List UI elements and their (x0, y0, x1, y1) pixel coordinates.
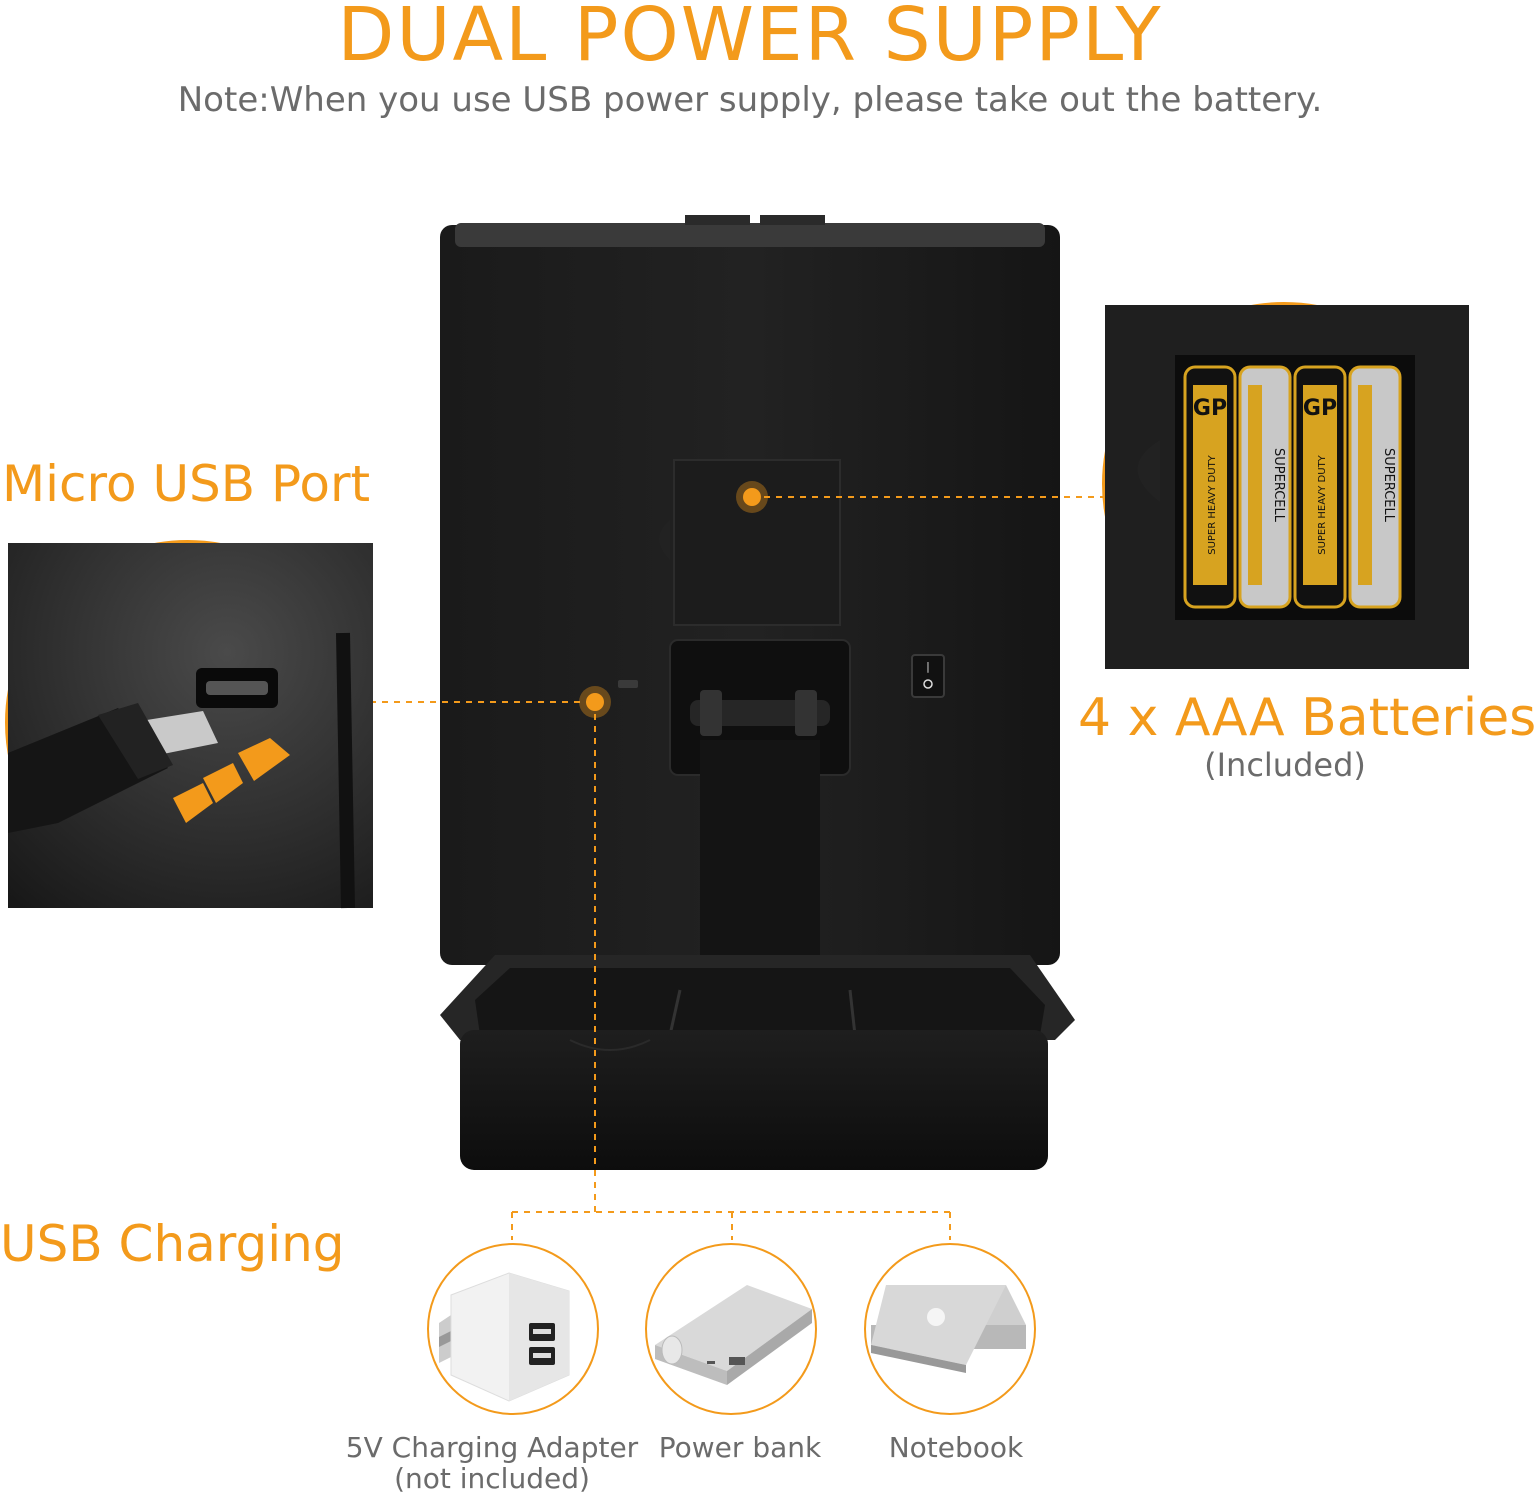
page-title: DUAL POWER SUPPLY (337, 0, 1163, 78)
aaa-batteries-icon: GP GP SUPERCELL SUPERCELL SUPER HEAVY DU… (1105, 305, 1469, 669)
battery-zoom: GP GP SUPERCELL SUPERCELL SUPER HEAVY DU… (1102, 302, 1469, 669)
source-adapter-sub: (not included) (394, 1462, 590, 1495)
notebook-icon (871, 1285, 1026, 1373)
svg-text:SUPERCELL: SUPERCELL (1271, 448, 1286, 523)
battery-compartment-lid (659, 459, 841, 626)
storage-tray (440, 955, 1075, 1170)
callout-dot-battery (736, 481, 768, 513)
power-switch: | (911, 654, 945, 698)
batteries-label: 4 x AAA Batteries (1078, 688, 1536, 748)
svg-text:GP: GP (1193, 396, 1227, 421)
source-adapter-title: 5V Charging Adapter (345, 1431, 639, 1464)
micro-usb-zoom (5, 540, 373, 909)
svg-text:SUPER HEAVY DUTY: SUPER HEAVY DUTY (1207, 454, 1218, 554)
source-label-notebook: Notebook (888, 1431, 1024, 1464)
notebook-circle (864, 1243, 1036, 1415)
source-label-power-bank: Power bank (658, 1431, 822, 1464)
svg-text:|: | (926, 660, 930, 673)
device-usb-port (618, 680, 638, 688)
charging-adapter-icon (439, 1272, 570, 1402)
svg-text:GP: GP (1303, 396, 1337, 421)
source-label-adapter: 5V Charging Adapter (not included) (342, 1432, 642, 1494)
svg-text:SUPERCELL: SUPERCELL (1381, 448, 1396, 523)
callout-dot-usb (579, 686, 611, 718)
micro-usb-port-label: Micro USB Port (2, 455, 371, 513)
svg-text:SUPER HEAVY DUTY: SUPER HEAVY DUTY (1317, 454, 1328, 554)
usb-battery-note: Note:When you use USB power supply, plea… (177, 80, 1323, 120)
batteries-included-note: (Included) (1204, 746, 1366, 784)
usb-charging-label: USB Charging (0, 1215, 345, 1273)
power-bank-circle (645, 1243, 817, 1415)
device-illustration: | (370, 215, 1105, 1240)
power-bank-icon (655, 1285, 812, 1385)
callout-lines (370, 496, 1105, 1240)
charging-adapter-circle (427, 1243, 599, 1415)
usb-cable-icon (8, 543, 373, 909)
